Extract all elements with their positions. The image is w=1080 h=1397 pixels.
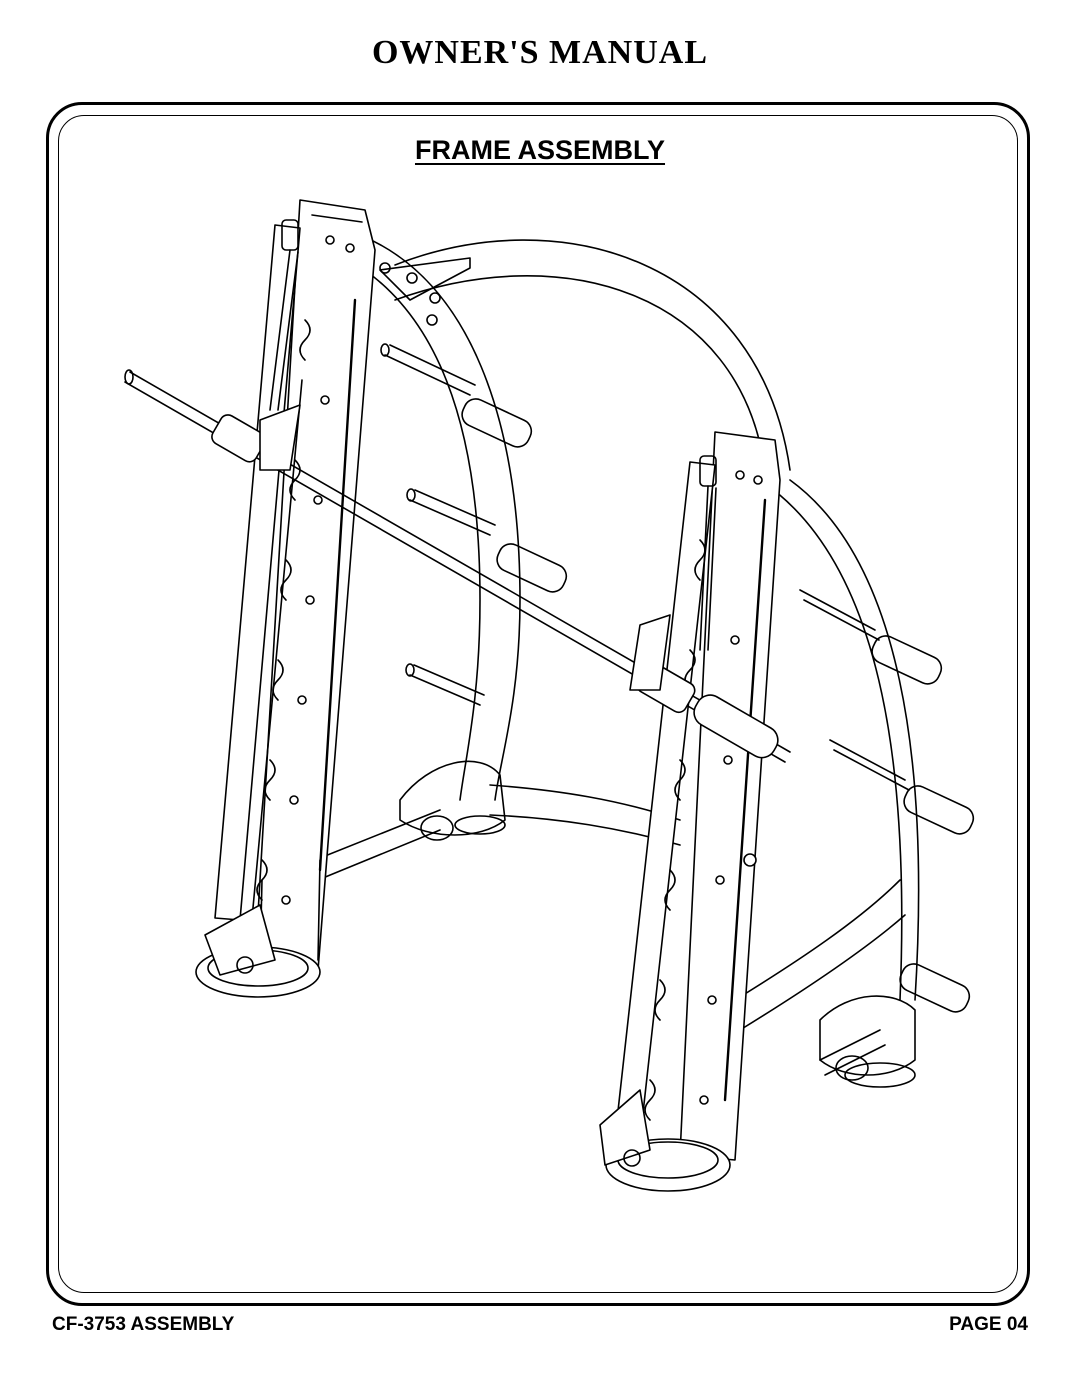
page-border-inner — [58, 115, 1018, 1293]
section-title: FRAME ASSEMBLY — [414, 135, 666, 165]
foot-right — [600, 1090, 730, 1191]
arch-top-bracket — [380, 258, 470, 325]
weight-horns-left — [381, 344, 570, 705]
rear-feet — [400, 761, 915, 1087]
foot-left — [196, 905, 320, 997]
upright-right-slots — [645, 540, 705, 1120]
manual-title: OWNER'S MANUAL — [371, 34, 709, 71]
barbell — [125, 370, 790, 763]
footer-page-label: PAGE 04 — [949, 1314, 1028, 1335]
upright-left-bolts — [282, 236, 354, 904]
weight-horns-right — [800, 590, 977, 1016]
rear-arch-left — [330, 235, 520, 800]
page-border-outer — [46, 102, 1030, 1306]
upright-right — [615, 432, 780, 1160]
base-tubes — [315, 785, 905, 1075]
upright-right-bolts — [700, 471, 762, 1104]
footer-model-label: CF-3753 ASSEMBLY — [52, 1314, 235, 1335]
upright-left — [215, 200, 375, 970]
rear-arch-right — [395, 240, 919, 1000]
